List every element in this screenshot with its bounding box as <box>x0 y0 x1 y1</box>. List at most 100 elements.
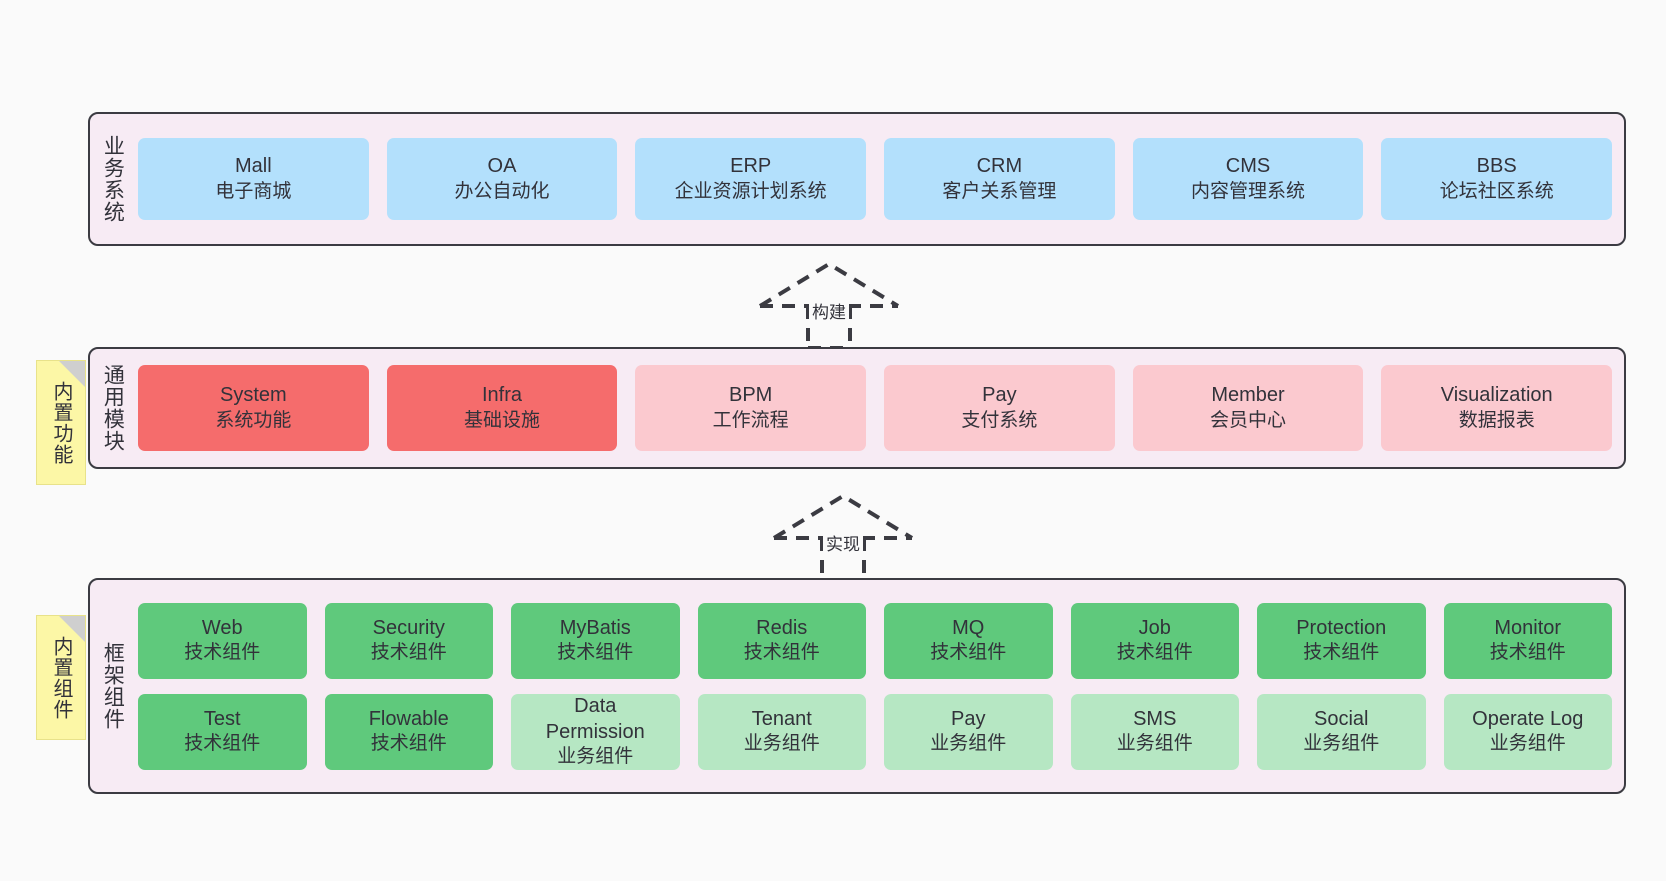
node-subtitle: 系统功能 <box>215 409 292 431</box>
node-crm[interactable]: CRM 客户关系管理 <box>884 138 1115 220</box>
note-fold-corner-icon <box>59 361 85 387</box>
node-title: Test <box>203 707 241 730</box>
note-label: 内置功能 <box>50 380 72 465</box>
node-bpm[interactable]: BPM 工作流程 <box>635 365 867 451</box>
node-title: MyBatis <box>559 616 631 639</box>
layer-business-systems: 业务系统 Mall 电子商城 OA 办公自动化 ERP 企业资源计划系统 CRM… <box>88 112 1626 246</box>
node-title: Redis <box>756 616 808 639</box>
node-row: System 系统功能 Infra 基础设施 BPM 工作流程 Pay 支付系统… <box>138 365 1613 451</box>
node-title: Mall <box>235 155 272 178</box>
connector-build: 构建 <box>756 258 902 350</box>
node-title: BPM <box>729 384 773 407</box>
node-row: Mall 电子商城 OA 办公自动化 ERP 企业资源计划系统 CRM 客户关系… <box>138 138 1613 220</box>
node-title: Pay <box>982 384 1017 407</box>
node-subtitle: 业务组件 <box>743 733 820 755</box>
node-mybatis[interactable]: MyBatis 技术组件 <box>511 602 680 679</box>
node-member[interactable]: Member 会员中心 <box>1132 365 1364 451</box>
node-subtitle: 业务组件 <box>557 745 634 767</box>
node-pay-module[interactable]: Pay 支付系统 <box>884 365 1115 451</box>
node-redis[interactable]: Redis 技术组件 <box>697 602 866 679</box>
node-flowable[interactable]: Flowable 技术组件 <box>324 693 493 770</box>
node-subtitle: 业务组件 <box>930 733 1007 755</box>
node-title: Security <box>372 616 445 639</box>
node-row: Test 技术组件 Flowable 技术组件 Data Permission … <box>138 693 1612 770</box>
node-subtitle: 技术组件 <box>1116 642 1193 664</box>
node-title: Infra <box>481 384 523 407</box>
node-subtitle: 客户关系管理 <box>942 180 1057 202</box>
node-subtitle: 技术组件 <box>1303 642 1380 664</box>
layer-body-framework-components: Web 技术组件 Security 技术组件 MyBatis 技术组件 Redi… <box>134 580 1624 792</box>
node-subtitle: 办公自动化 <box>454 180 550 202</box>
node-security[interactable]: Security 技术组件 <box>324 602 493 679</box>
node-title: Member <box>1211 384 1285 407</box>
node-subtitle: 会员中心 <box>1210 409 1287 431</box>
node-job[interactable]: Job 技术组件 <box>1070 602 1239 679</box>
node-operate-log[interactable]: Operate Log 业务组件 <box>1443 693 1612 770</box>
layer-common-modules: 通用模块 System 系统功能 Infra 基础设施 BPM 工作流程 Pay… <box>88 347 1626 469</box>
node-subtitle: 技术组件 <box>557 642 634 664</box>
note-builtin-features: 内置功能 <box>36 360 86 485</box>
node-title: Protection <box>1296 616 1387 639</box>
layer-framework-components: 框架组件 Web 技术组件 Security 技术组件 MyBatis 技术组件 <box>88 578 1626 794</box>
layer-title-framework-components: 框架组件 <box>101 642 125 730</box>
node-erp[interactable]: ERP 企业资源计划系统 <box>635 138 867 220</box>
node-test[interactable]: Test 技术组件 <box>138 693 307 770</box>
node-title: Flowable <box>368 707 449 730</box>
node-monitor[interactable]: Monitor 技术组件 <box>1443 602 1612 679</box>
node-social[interactable]: Social 业务组件 <box>1257 693 1426 770</box>
node-subtitle: 论坛社区系统 <box>1439 180 1554 202</box>
node-rows: Web 技术组件 Security 技术组件 MyBatis 技术组件 Redi… <box>138 602 1612 770</box>
node-mall[interactable]: Mall 电子商城 <box>138 138 369 220</box>
node-subtitle: 技术组件 <box>743 642 820 664</box>
node-row: Web 技术组件 Security 技术组件 MyBatis 技术组件 Redi… <box>138 602 1612 679</box>
note-label: 内置组件 <box>50 635 72 720</box>
node-subtitle: 基础设施 <box>464 409 541 431</box>
node-subtitle: 支付系统 <box>961 409 1038 431</box>
node-title: System <box>219 384 287 407</box>
node-system[interactable]: System 系统功能 <box>138 365 369 451</box>
node-data-permission[interactable]: Data Permission 业务组件 <box>511 693 680 770</box>
node-sms[interactable]: SMS 业务组件 <box>1070 693 1239 770</box>
node-visualization[interactable]: Visualization 数据报表 <box>1381 365 1613 451</box>
node-subtitle: 数据报表 <box>1458 409 1535 431</box>
node-title: BBS <box>1476 155 1517 178</box>
node-web[interactable]: Web 技术组件 <box>138 602 307 679</box>
node-title: Monitor <box>1494 616 1562 639</box>
node-title: MQ <box>952 616 985 639</box>
node-subtitle: 技术组件 <box>184 642 261 664</box>
node-title: SMS <box>1133 707 1177 730</box>
node-subtitle: 技术组件 <box>184 733 261 755</box>
node-title: Job <box>1138 616 1171 639</box>
node-subtitle: 企业资源计划系统 <box>674 180 827 202</box>
connector-implement: 实现 <box>770 490 916 582</box>
node-infra[interactable]: Infra 基础设施 <box>386 365 618 451</box>
node-subtitle: 技术组件 <box>370 642 447 664</box>
node-cms[interactable]: CMS 内容管理系统 <box>1132 138 1364 220</box>
node-title: Tenant <box>751 707 812 730</box>
node-subtitle: 业务组件 <box>1489 733 1566 755</box>
node-title: Data Permission <box>545 695 645 743</box>
node-pay-component[interactable]: Pay 业务组件 <box>884 693 1053 770</box>
node-subtitle: 技术组件 <box>930 642 1007 664</box>
node-title: Visualization <box>1440 384 1553 407</box>
node-subtitle: 内容管理系统 <box>1191 180 1306 202</box>
note-fold-corner-icon <box>59 616 85 642</box>
layer-title-business-systems: 业务系统 <box>101 135 125 223</box>
node-title: Web <box>201 616 243 639</box>
layer-body-common-modules: System 系统功能 Infra 基础设施 BPM 工作流程 Pay 支付系统… <box>134 349 1624 467</box>
node-protection[interactable]: Protection 技术组件 <box>1257 602 1426 679</box>
connector-build-label: 构建 <box>809 298 849 323</box>
node-title: Pay <box>951 707 986 730</box>
node-subtitle: 业务组件 <box>1303 733 1380 755</box>
node-mq[interactable]: MQ 技术组件 <box>884 602 1053 679</box>
layer-body-business-systems: Mall 电子商城 OA 办公自动化 ERP 企业资源计划系统 CRM 客户关系… <box>134 114 1624 244</box>
node-title: CRM <box>976 155 1023 178</box>
node-title: Operate Log <box>1472 707 1584 730</box>
node-bbs[interactable]: BBS 论坛社区系统 <box>1381 138 1613 220</box>
node-title: OA <box>487 155 517 178</box>
node-subtitle: 技术组件 <box>1489 642 1566 664</box>
node-subtitle: 业务组件 <box>1116 733 1193 755</box>
node-tenant[interactable]: Tenant 业务组件 <box>697 693 866 770</box>
node-oa[interactable]: OA 办公自动化 <box>386 138 618 220</box>
node-subtitle: 技术组件 <box>370 733 447 755</box>
